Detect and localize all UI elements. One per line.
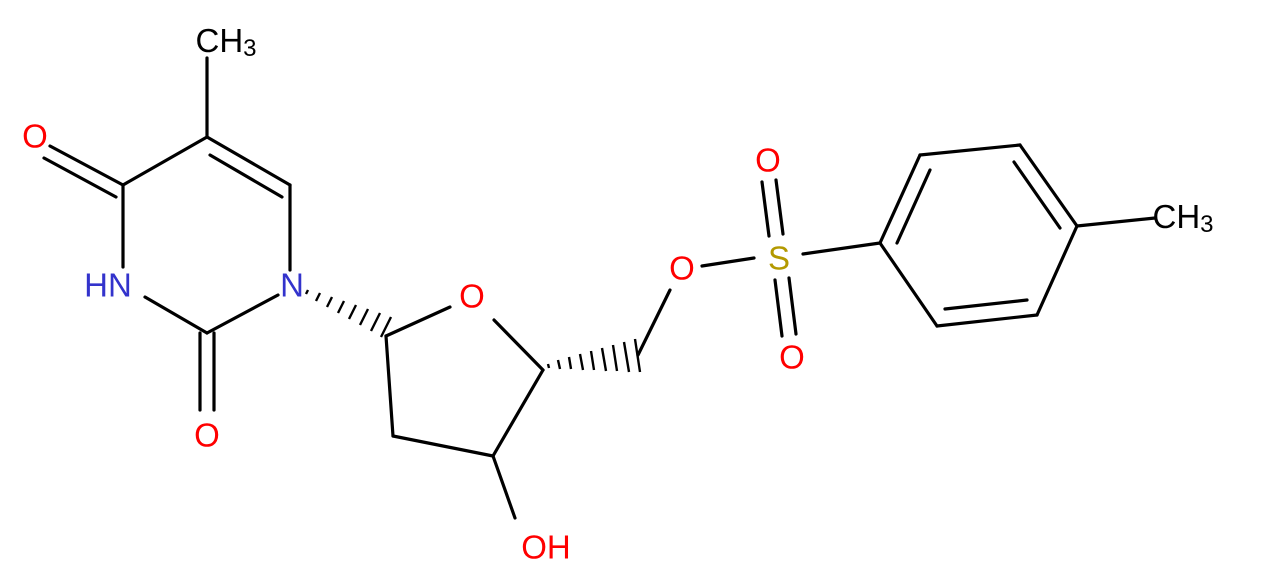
- bond-layer: [42, 56, 1157, 520]
- bond-c4-c3: [491, 368, 545, 458]
- bond-c2-n3: [143, 295, 209, 335]
- hashed-wedge-n1-c1: [304, 289, 393, 338]
- bond-c5-c6: [205, 135, 292, 187]
- bond-ar3-ar4-inner: [1012, 160, 1062, 230]
- bond-ar2-ar3: [918, 143, 1022, 157]
- hashed-wedge-c4-c5: [546, 338, 642, 373]
- bond-ar3-ar4: [1018, 143, 1079, 228]
- bond-c4-o: [48, 144, 125, 187]
- bond-ar1-ar2: [878, 153, 922, 245]
- bond-c3-oh: [491, 454, 517, 520]
- atom-o-carbonyl-lower: O: [194, 417, 220, 454]
- bond-ar1-ar2-inner: [895, 168, 932, 245]
- bond-c5-c6-inner: [208, 153, 284, 199]
- bond-ar6-ar1: [878, 241, 939, 328]
- atom-nh: HN: [84, 267, 132, 304]
- atom-ch3-right: CH3: [1152, 198, 1213, 238]
- bond-c3-c2: [391, 434, 495, 458]
- bond-s-o-lower-2: [787, 276, 798, 336]
- bond-ar5-ar6: [935, 313, 1039, 328]
- bond-c5-oester: [636, 288, 672, 357]
- atom-o-s-lower: O: [779, 339, 805, 376]
- bond-c1-o4: [384, 305, 452, 338]
- bond-c2-c1: [384, 334, 395, 438]
- bond-c4-c5: [121, 135, 209, 187]
- bond-s-o-upper-2: [774, 178, 785, 236]
- bond-s-o-upper: [760, 180, 771, 238]
- atom-ch3-top: CH3: [195, 22, 256, 62]
- atom-s: S: [768, 240, 790, 277]
- bond-o4-c4: [492, 318, 545, 372]
- bond-c4-o-inner: [42, 156, 118, 199]
- bond-ar4-methyl: [1075, 216, 1157, 228]
- atom-oh: OH: [521, 529, 571, 566]
- atom-o-s-upper: O: [755, 142, 781, 179]
- bond-oester-s: [700, 256, 756, 268]
- atom-o-carbonyl-upper: O: [22, 118, 48, 155]
- atom-n1: N: [280, 267, 304, 304]
- bond-s-aryl: [801, 241, 882, 256]
- bond-n1-c2: [205, 293, 280, 335]
- bond-ar4-ar5: [1035, 224, 1079, 317]
- atom-o-ring: O: [459, 278, 485, 315]
- atom-label-layer: CH3 O HN N O O OH O S O O CH3: [22, 22, 1213, 566]
- bond-s-o-lower: [773, 278, 784, 338]
- bond-ar5-ar6-inner: [943, 298, 1029, 311]
- atom-o-ester: O: [669, 250, 695, 287]
